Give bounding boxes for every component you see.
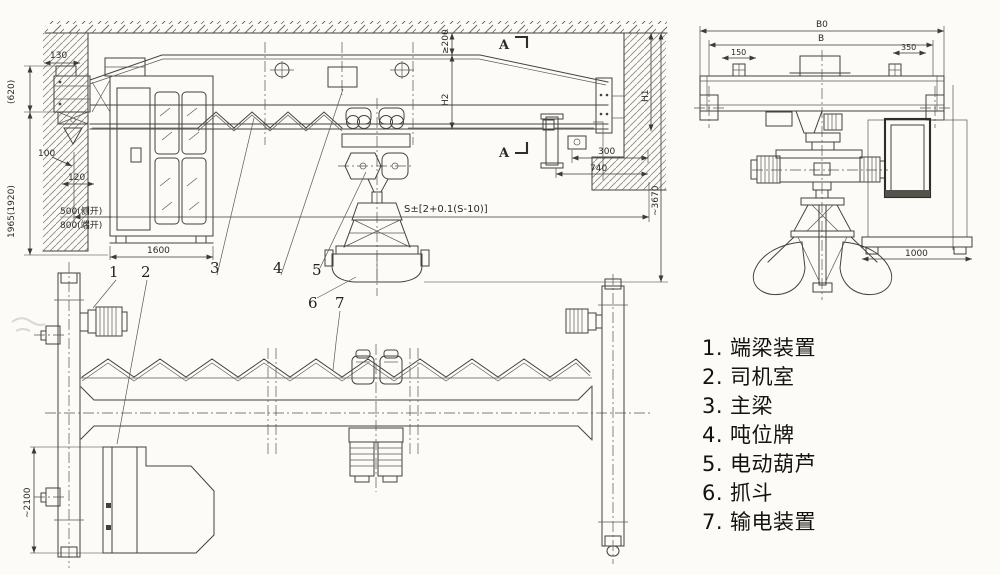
festoon-wire-elevation <box>92 111 594 132</box>
elevation-dimensions: 130 (620) 1965(1920) 100 120 500(侧开) 800… <box>7 29 668 283</box>
travel-motor-right <box>565 308 603 334</box>
electric-hoist-elevation <box>338 98 414 296</box>
legend-num: 2. <box>702 365 724 389</box>
legend-label: 主梁 <box>730 394 774 418</box>
hoist-trolley-plan <box>348 344 404 492</box>
legend-num: 7. <box>702 510 724 534</box>
legend-num: 4. <box>702 423 724 447</box>
callout-6: 6 <box>308 294 318 312</box>
dim-740: 740 <box>590 164 607 174</box>
festoon-wire-plan <box>80 358 592 382</box>
legend-item-3: 3.主梁 <box>702 392 992 421</box>
legend-label: 司机室 <box>730 365 795 389</box>
girder-end-plate <box>595 77 613 134</box>
legend-item-6: 6.抓斗 <box>702 479 992 508</box>
part-callouts: 1 2 3 4 5 6 7 <box>92 88 367 445</box>
wire-anchor <box>542 119 555 131</box>
legend-label: 吨位牌 <box>730 423 795 447</box>
legend-num: 1. <box>702 336 724 360</box>
dim-b: B <box>818 34 824 44</box>
main-girder-plan <box>45 348 652 455</box>
hoist-motor-left-side <box>750 155 781 184</box>
tonnage-plate <box>327 66 358 88</box>
dim-h1: H1 <box>641 90 651 103</box>
plan-dimensions: ~2100 <box>23 446 103 554</box>
cabin-elevation <box>91 57 214 244</box>
cabin-windows <box>154 91 207 225</box>
legend-item-7: 7.输电装置 <box>702 508 992 537</box>
dim-150: 150 <box>731 48 746 57</box>
legend-num: 6. <box>702 481 724 505</box>
callout-1: 1 <box>109 263 119 281</box>
dim-620: (620) <box>7 80 17 104</box>
main-girder-elevation <box>89 42 613 145</box>
end-beam-side <box>694 55 950 128</box>
girder-hole-symbol <box>390 61 414 79</box>
dim-120: 120 <box>68 173 85 183</box>
dim-130: 130 <box>50 51 67 61</box>
travel-motor-left <box>79 306 128 337</box>
callout-5: 5 <box>312 261 322 279</box>
section-a-label-top: A <box>498 38 510 53</box>
callout-4: 4 <box>273 259 283 277</box>
grab-shell-right <box>839 241 893 296</box>
hoist-motor <box>381 152 409 180</box>
callout-2: 2 <box>141 263 151 281</box>
hoist-side-view <box>750 50 888 300</box>
legend-label: 抓斗 <box>730 481 774 505</box>
carriage-wheel <box>34 325 66 345</box>
legend-num: 3. <box>702 394 724 418</box>
electrical-cabinet: 1000 <box>861 85 973 262</box>
carriage-wheel <box>34 487 66 507</box>
runway-bracket-right <box>540 95 624 180</box>
dim-100: 100 <box>38 149 55 159</box>
end-view: B0 B 150 350 <box>694 20 973 300</box>
section-a-label-bottom: A <box>498 146 510 161</box>
end-carriage-right-plan <box>565 274 628 564</box>
beam-wheel-left <box>694 86 724 128</box>
girder-hole-symbol <box>270 61 294 79</box>
elevation-view: 130 (620) 1965(1920) 100 120 500(侧开) 800… <box>7 21 668 296</box>
dim-3670: ~3670 <box>651 185 661 216</box>
callout-7: 7 <box>335 294 345 312</box>
cabin-plan <box>102 446 215 554</box>
grab-shell-left <box>752 241 806 296</box>
legend-item-1: 1.端梁装置 <box>702 334 992 363</box>
stamp-smudge <box>11 317 46 332</box>
end-view-dimensions: B0 B 150 350 <box>699 20 945 76</box>
dim-h2: H2 <box>441 94 451 107</box>
parts-legend: 1.端梁装置 2.司机室 3.主梁 4.吨位牌 5.电动葫芦 6.抓斗 7.输电… <box>702 334 992 537</box>
dim-800-door: 800(端开) <box>60 219 102 231</box>
callout-3: 3 <box>210 259 220 277</box>
dim-300: 300 <box>598 147 615 157</box>
legend-item-5: 5.电动葫芦 <box>702 450 992 479</box>
plan-view: ~2100 <box>11 262 652 568</box>
dim-500-door: 500(侧开) <box>60 205 102 217</box>
legend-item-2: 2.司机室 <box>702 363 992 392</box>
section-a-markers: A A <box>498 35 529 161</box>
cabin-door-latch <box>130 147 142 163</box>
dim-1600: 1600 <box>147 246 170 256</box>
hoist-drum <box>344 152 382 180</box>
grab-bucket-open-side <box>752 197 893 296</box>
grab-bucket-elevation <box>324 202 430 283</box>
ceiling-hatch <box>45 21 667 33</box>
dim-b0: B0 <box>816 20 828 30</box>
legend-num: 5. <box>702 452 724 476</box>
legend-label: 端梁装置 <box>730 336 817 360</box>
cable-bundle <box>765 111 793 127</box>
dim-350: 350 <box>901 43 916 52</box>
dim-1965: 1965(1920) <box>7 185 17 238</box>
dim-200-clearance: ≥200 <box>441 29 451 54</box>
legend-item-4: 4.吨位牌 <box>702 421 992 450</box>
hoist-motor-right-side <box>859 156 886 183</box>
beam-wheel-right <box>920 86 950 128</box>
legend-label: 输电装置 <box>730 510 817 534</box>
girder-stub <box>799 55 841 77</box>
dim-span-tolerance: S±[2+0.1(S-10)] <box>404 204 488 215</box>
dim-2100: ~2100 <box>23 487 33 518</box>
dim-1000: 1000 <box>905 249 928 259</box>
legend-label: 电动葫芦 <box>730 452 817 476</box>
